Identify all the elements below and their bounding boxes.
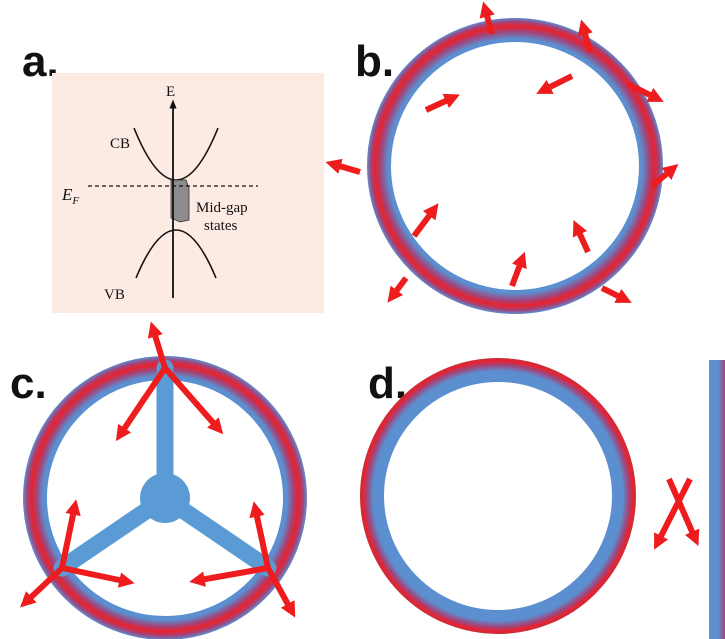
arrow-b-8 bbox=[411, 203, 439, 238]
arrow-b-6 bbox=[325, 158, 361, 175]
arrow-b-3 bbox=[536, 73, 574, 94]
valence-band-curve bbox=[135, 229, 217, 279]
arrow-c-left-down bbox=[20, 565, 65, 608]
gradient-bar bbox=[709, 360, 725, 639]
arrow-b-11 bbox=[387, 276, 409, 303]
energy-axis-label: E bbox=[166, 84, 175, 100]
arrow-b-12 bbox=[600, 285, 632, 303]
crossed-arrows-d bbox=[654, 477, 700, 550]
ring-b bbox=[367, 18, 663, 314]
midgap-states-region bbox=[170, 179, 190, 223]
arrow-c-top-right bbox=[162, 366, 224, 435]
panel-label-c: c. bbox=[10, 359, 47, 408]
arrow-c-top-up bbox=[147, 321, 168, 369]
arrow-c-left-right bbox=[61, 565, 135, 588]
spokes-c bbox=[53, 359, 277, 577]
arrow-b-7 bbox=[650, 164, 679, 189]
ring-d bbox=[360, 358, 636, 634]
fermi-level-main: E bbox=[61, 185, 73, 204]
emission-arrows-b bbox=[325, 1, 679, 303]
arrow-d-2 bbox=[654, 477, 693, 550]
midgap-label-line1: Mid-gap bbox=[196, 200, 248, 216]
panel-label-b: b. bbox=[355, 37, 394, 86]
arrow-b-9 bbox=[572, 220, 591, 254]
ring-d-group bbox=[360, 358, 725, 639]
arrow-b-5 bbox=[424, 93, 460, 113]
arrow-c-right-left bbox=[189, 565, 269, 587]
band-diagram: E CB VB EF Mid-gap states bbox=[52, 73, 324, 313]
emission-arrows-c bbox=[20, 321, 296, 618]
midgap-label-line2: states bbox=[204, 218, 237, 234]
spoke-hub bbox=[140, 473, 190, 523]
arrow-b-2 bbox=[577, 19, 593, 53]
arrow-b-1 bbox=[479, 1, 495, 35]
arrow-c-right-down bbox=[265, 566, 296, 618]
arrow-b-4 bbox=[626, 81, 664, 102]
fermi-level-label: EF bbox=[61, 185, 79, 207]
arrow-c-right-up bbox=[249, 501, 271, 569]
conduction-band-label: CB bbox=[110, 136, 130, 152]
arrow-c-top-left bbox=[115, 366, 168, 442]
valence-band-label: VB bbox=[104, 287, 125, 303]
arrow-c-left-up bbox=[59, 499, 81, 569]
arrow-b-10 bbox=[509, 251, 527, 288]
arrow-d-1 bbox=[666, 477, 700, 547]
ring-b-group bbox=[325, 1, 679, 314]
fermi-level-subscript: F bbox=[71, 195, 79, 207]
ring-c-group bbox=[20, 321, 307, 639]
